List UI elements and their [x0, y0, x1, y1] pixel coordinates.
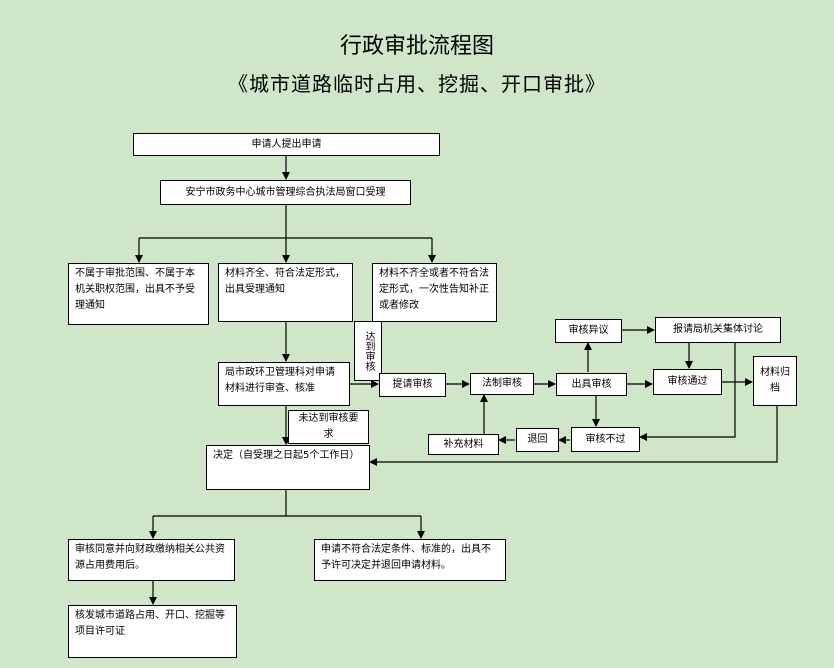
legal-review-box: 法制审核: [470, 373, 534, 395]
deny-box: 申请不符合法定条件、标准的，出具不予许可决定并退回申请材料。: [314, 539, 506, 581]
not-reach-box: 未达到审核要求: [288, 410, 369, 444]
objection-box: 审核异议: [555, 319, 622, 343]
failed-box: 审核不过: [571, 427, 640, 452]
archive-box: 材料归档: [753, 356, 797, 406]
apply-box: 申请人提出申请: [133, 133, 440, 156]
window-accept-box: 安宁市政务中心城市管理综合执法局窗口受理: [160, 180, 411, 205]
permit-box: 核发城市道路占用、开口、挖掘等项目许可证: [68, 605, 237, 658]
submit-review-box: 提请审核: [379, 373, 446, 397]
page-title: 行政审批流程图: [339, 34, 494, 59]
accept-notice-box: 材料齐全、符合法定形式，出具受理通知: [218, 263, 353, 322]
issue-review-box: 出具审核: [556, 373, 627, 396]
reach-review-box: 达到审核: [354, 321, 382, 381]
passed-box: 审核通过: [653, 369, 722, 395]
bureau-review-box: 局市政环卫管理科对申请材料进行审查、核准: [218, 362, 350, 406]
supplement-box: 补充材料: [428, 434, 499, 455]
reject-scope-box: 不属于审批范围、不属于本机关职权范围，出具不予受理通知: [68, 263, 209, 325]
decision-box: 决定（自受理之日起5个工作日）: [206, 445, 370, 490]
incomplete-box: 材料不齐全或者不符合法定形式，一次性告知补正或者修改: [372, 263, 497, 322]
returned-box: 退回: [516, 428, 559, 452]
collective-box: 报请局机关集体讨论: [655, 317, 781, 343]
page-subtitle: 《城市道路临时占用、挖掘、开口审批》: [228, 72, 606, 96]
approve-fee-box: 审核同意并向财政缴纳相关公共资源占用费用后。: [68, 539, 235, 581]
